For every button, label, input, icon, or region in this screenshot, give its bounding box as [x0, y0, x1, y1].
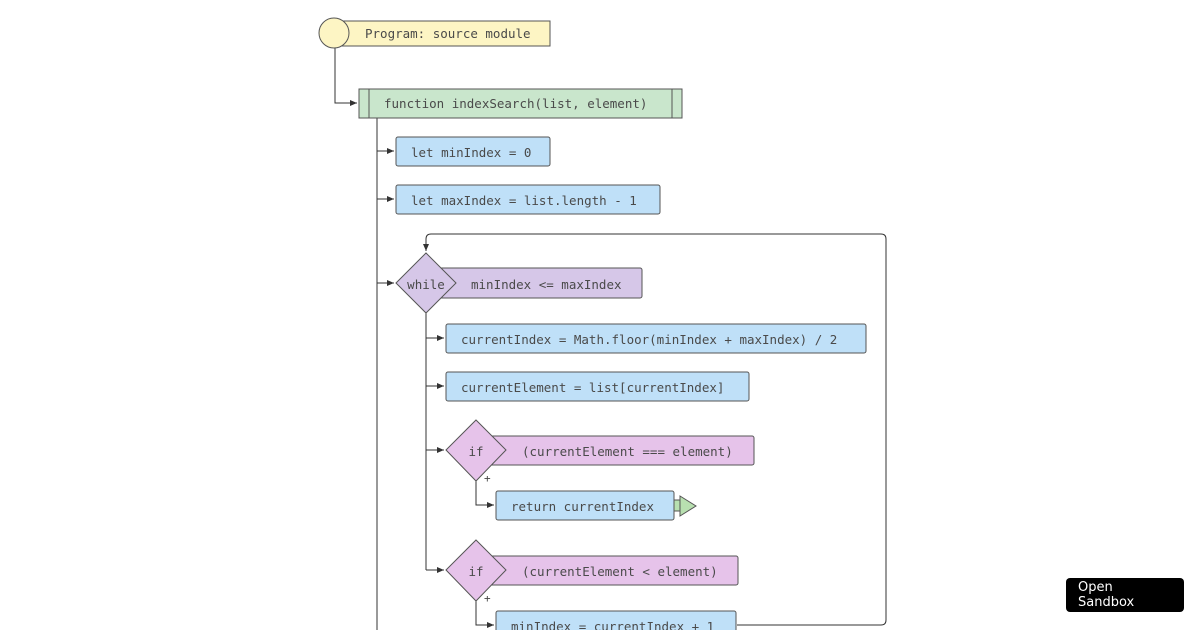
while-diamond [395, 252, 457, 314]
if-less-keyword: if [468, 564, 483, 579]
if-less-true-sign: + [484, 592, 491, 605]
while-condition: minIndex <= maxIndex [471, 277, 622, 292]
statement-current-element: currentElement = list[currentIndex] [445, 371, 750, 402]
if-less-condition: (currentElement < element) [522, 564, 718, 579]
if-equal-true-sign: + [484, 472, 491, 485]
statement-current-element-label: currentElement = list[currentIndex] [461, 380, 724, 395]
statement-current-index-label: currentIndex = Math.floor(minIndex + max… [461, 332, 837, 347]
if-equal-keyword: if [468, 444, 483, 459]
function-node: function indexSearch(list, element) [358, 88, 683, 119]
statement-max-index: let maxIndex = list.length - 1 [395, 184, 661, 215]
statement-min-index: let minIndex = 0 [395, 136, 551, 167]
while-node: while minIndex <= maxIndex [395, 252, 643, 314]
flow-connectors [334, 47, 887, 630]
return-node: return currentIndex [495, 490, 697, 521]
statement-min-index-label: let minIndex = 0 [411, 145, 531, 160]
statement-min-update: minIndex = currentIndex + 1 [495, 610, 737, 630]
if-node-less: if (currentElement < element) + [445, 539, 739, 605]
program-box [333, 20, 551, 47]
if-equal-diamond [445, 419, 507, 482]
statement-current-index: currentIndex = Math.floor(minIndex + max… [445, 323, 867, 354]
return-label: return currentIndex [511, 499, 654, 514]
program-start-circle [318, 17, 350, 49]
if-node-equal: if (currentElement === element) + [445, 419, 755, 485]
statement-min-update-label: minIndex = currentIndex + 1 [511, 619, 714, 630]
program-node: Program: source module [318, 17, 551, 49]
function-box [358, 88, 683, 119]
return-exit-icon [679, 495, 697, 517]
while-keyword: while [407, 277, 445, 292]
return-connector [673, 499, 681, 512]
if-less-diamond [445, 539, 507, 602]
open-sandbox-button[interactable]: Open Sandbox [1066, 578, 1184, 612]
function-label: function indexSearch(list, element) [384, 96, 647, 111]
program-label: Program: source module [365, 26, 531, 41]
if-equal-condition: (currentElement === element) [522, 444, 733, 459]
statement-max-index-label: let maxIndex = list.length - 1 [411, 193, 637, 208]
